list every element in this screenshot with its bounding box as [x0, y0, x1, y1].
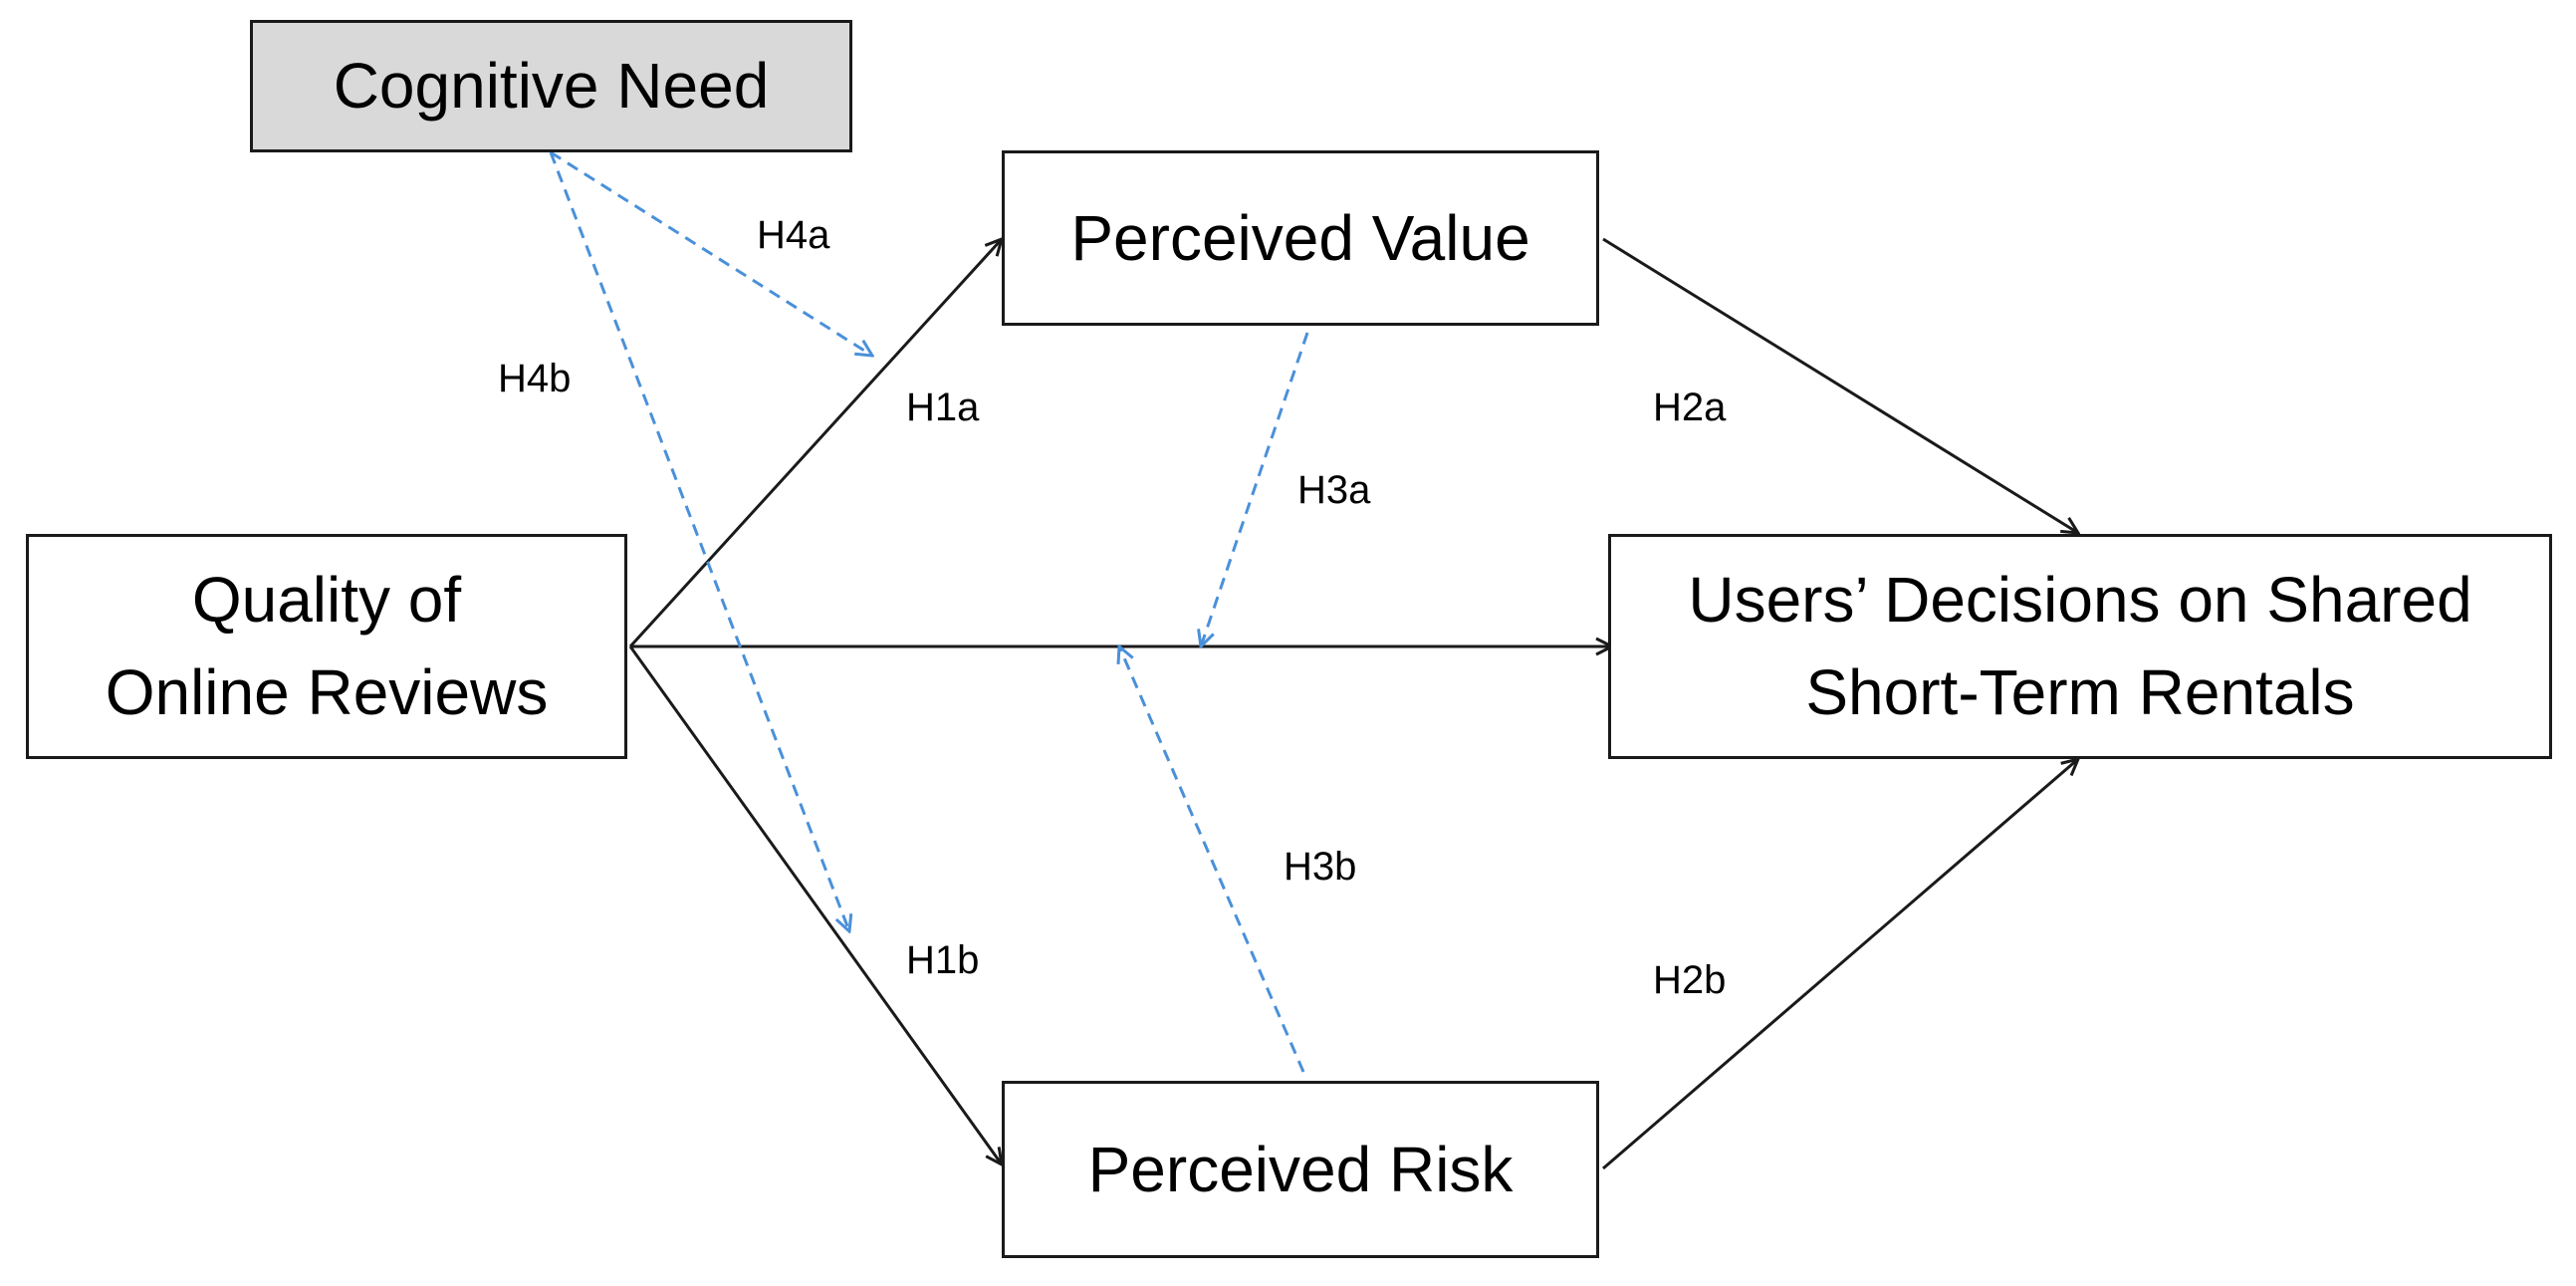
node-users-decisions: Users’ Decisions on Shared Short-Term Re… — [1608, 534, 2552, 759]
node-quality-of-online-reviews: Quality of Online Reviews — [26, 534, 627, 759]
path-h2a-value-to-decisions — [1602, 237, 2078, 533]
label-h2a: H2a — [1653, 386, 1727, 429]
label-h1b: H1b — [906, 938, 980, 982]
label-h3b: H3b — [1284, 845, 1357, 889]
label-h3a: H3a — [1297, 468, 1371, 512]
path-h3a-value-moderation — [1201, 332, 1309, 646]
label-h1a: H1a — [906, 386, 980, 429]
path-h1b-quality-to-risk — [628, 645, 1002, 1164]
node-cognitive-need: Cognitive Need — [250, 20, 852, 152]
path-h4a-cognitive-moderation — [550, 150, 872, 356]
label-h2b: H2b — [1653, 958, 1727, 1002]
label-h4b: H4b — [498, 357, 572, 400]
path-h3b-risk-moderation — [1119, 646, 1305, 1073]
node-perceived-value: Perceived Value — [1002, 150, 1599, 326]
path-h2b-risk-to-decisions — [1602, 759, 2078, 1170]
node-perceived-risk: Perceived Risk — [1002, 1081, 1599, 1258]
path-h1a-quality-to-value — [628, 239, 1002, 648]
label-h4a: H4a — [757, 213, 830, 257]
